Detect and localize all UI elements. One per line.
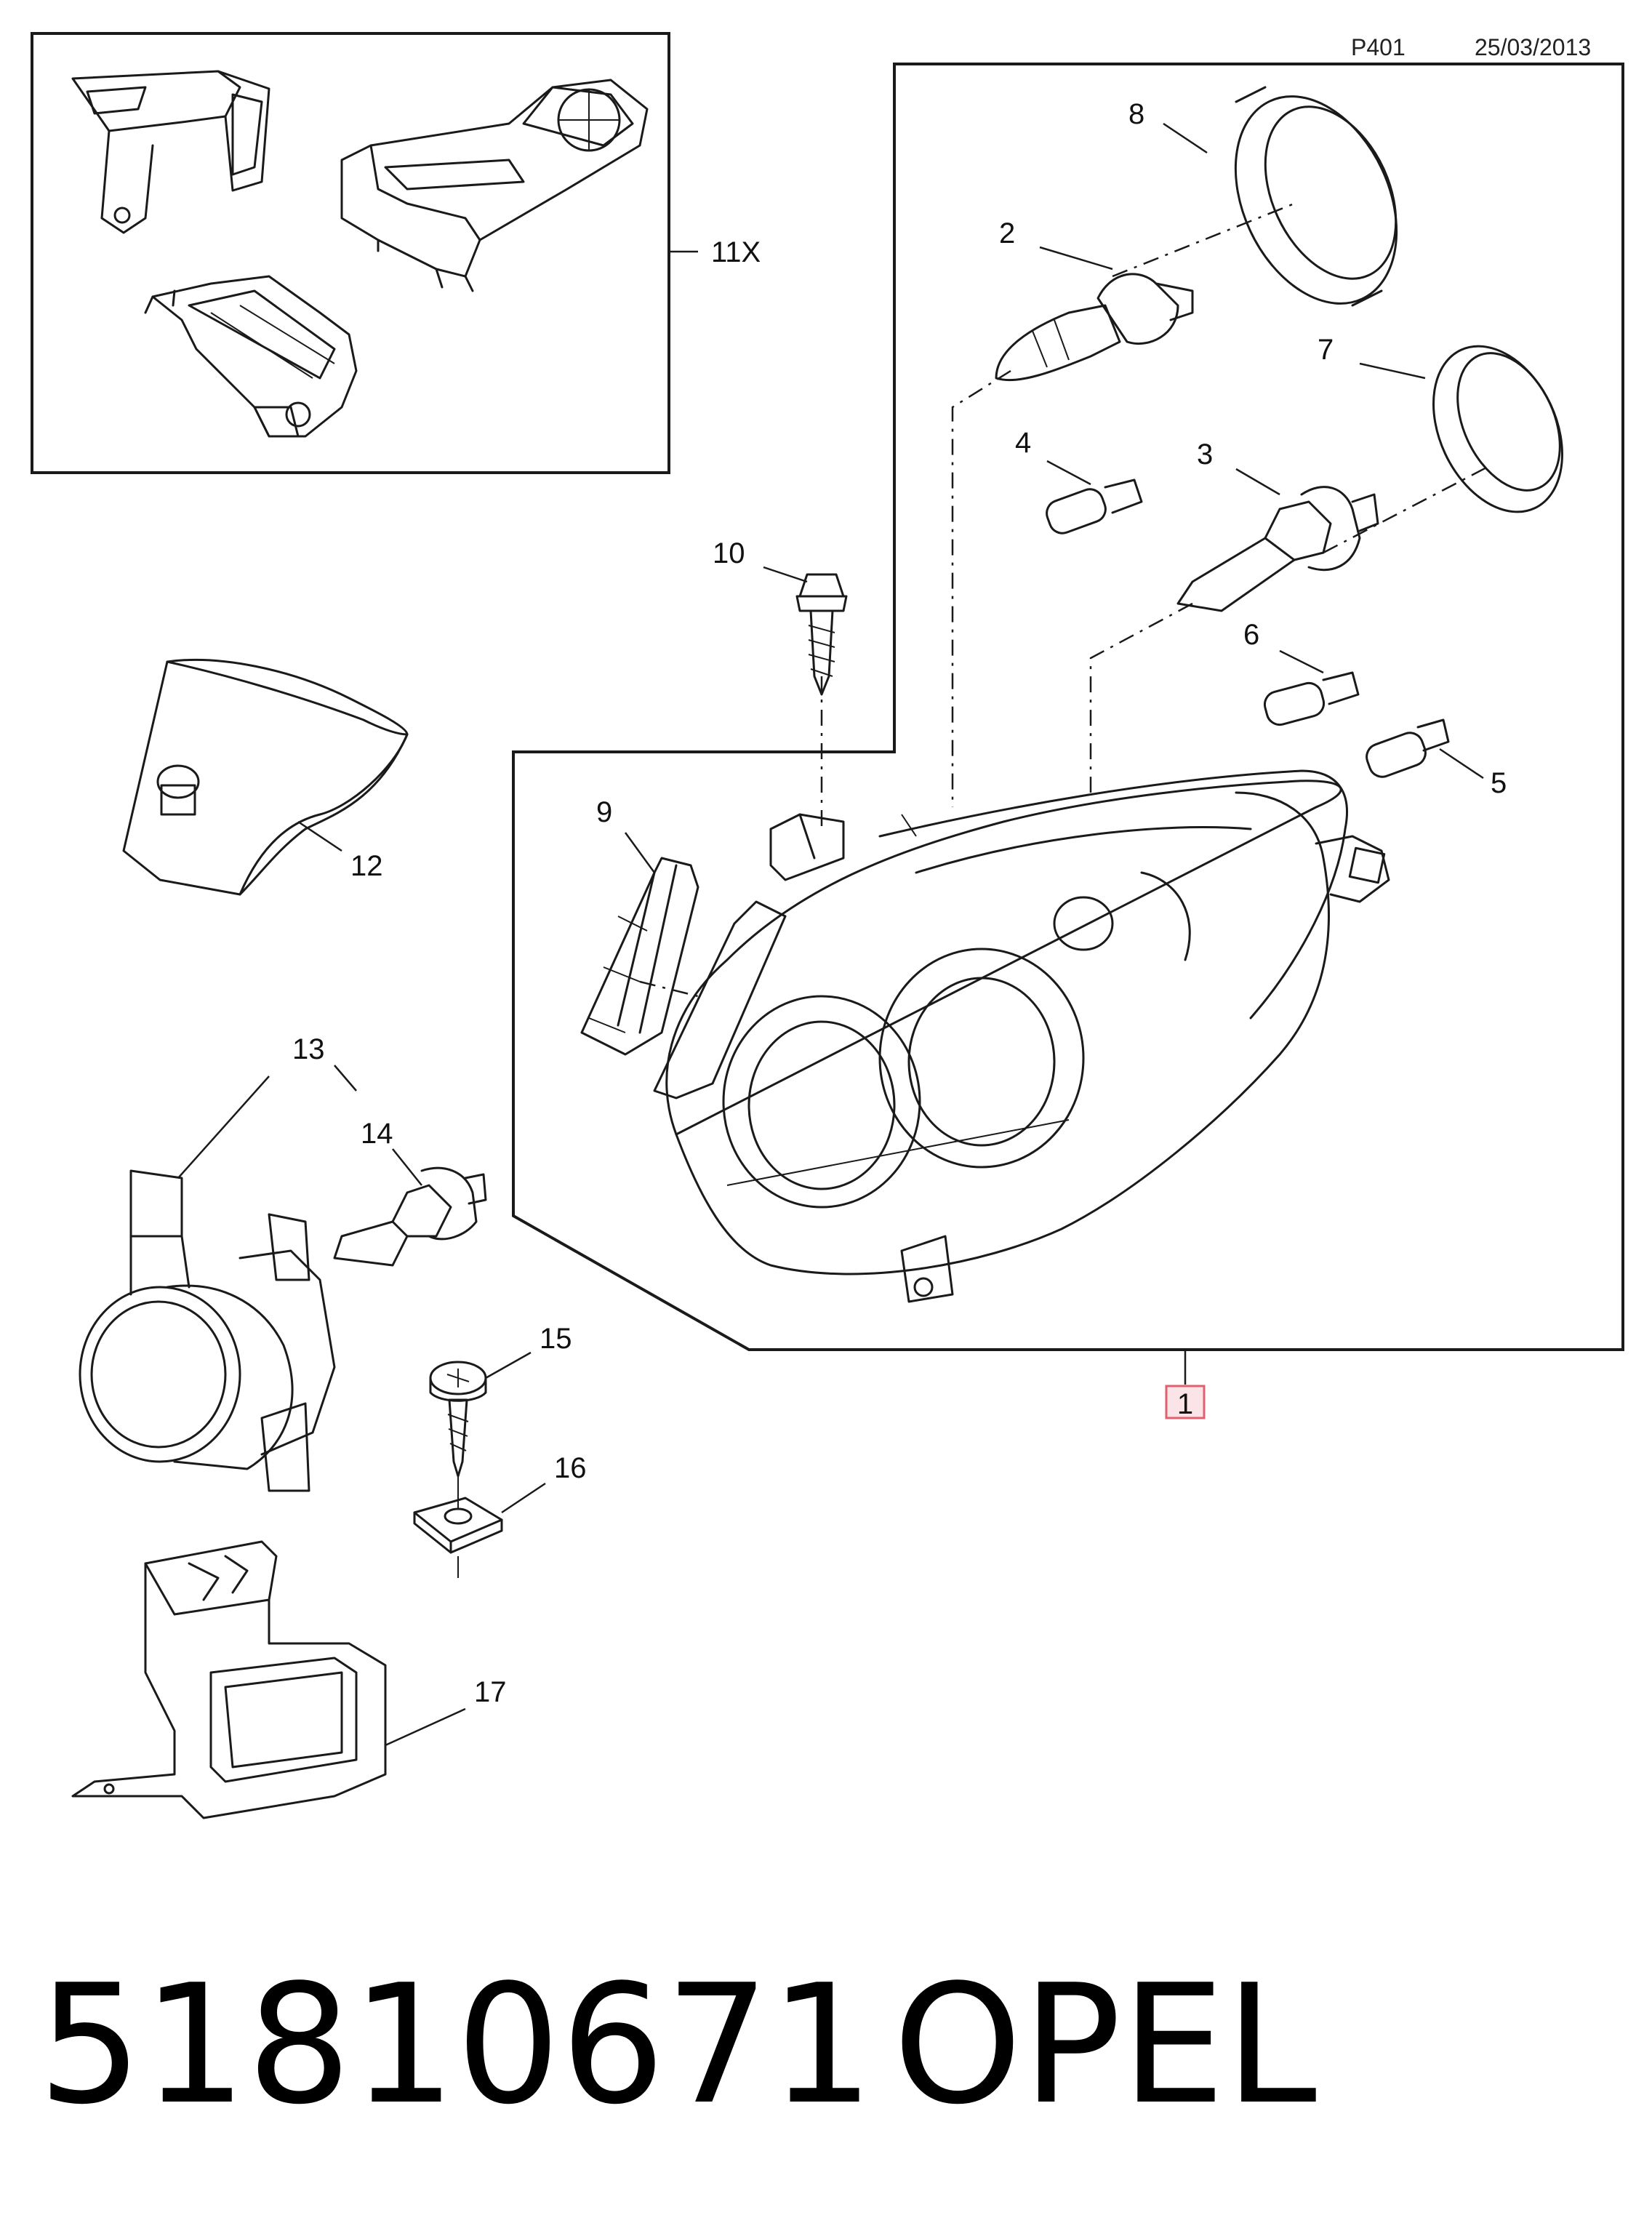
callout-7: 7 xyxy=(1318,334,1334,366)
part-number: 51810671 xyxy=(38,1950,874,2141)
callout-13: 13 xyxy=(292,1033,325,1065)
callout-16: 16 xyxy=(554,1452,587,1484)
repair-kit-11x xyxy=(31,32,698,474)
bulb-h7-2 xyxy=(995,246,1194,382)
bulb-h11-14 xyxy=(333,1148,487,1267)
callout-12: 12 xyxy=(350,850,383,882)
callout-2: 2 xyxy=(999,217,1015,249)
callout-10: 10 xyxy=(713,537,745,569)
brand-name: OPEL xyxy=(893,1950,1317,2141)
kit-bracket-b xyxy=(340,79,649,292)
headlamp-assembly-frame xyxy=(512,63,1624,1351)
bulb-h1-3 xyxy=(1176,468,1379,612)
kit-bracket-c xyxy=(144,275,358,438)
fog-lamp-bracket-17 xyxy=(71,1540,466,1819)
screw-15 xyxy=(429,1351,532,1478)
fog-lamp-13 xyxy=(79,1065,357,1492)
bulb-w5w-6 xyxy=(1263,649,1360,726)
centerline-bulb-2 xyxy=(951,369,1011,807)
callout-15: 15 xyxy=(540,1323,572,1355)
centerline-cap-7 xyxy=(1323,464,1491,554)
screw-10 xyxy=(763,566,848,696)
centerline-cap-8 xyxy=(1112,202,1295,278)
cover-12 xyxy=(122,658,409,896)
page-date: 25/03/2013 xyxy=(1475,34,1591,60)
bulb-w5w-4 xyxy=(1046,460,1143,534)
callout-9: 9 xyxy=(596,796,612,828)
kit-frame xyxy=(31,32,670,474)
page-code: P401 xyxy=(1351,34,1406,60)
kit-bracket-a xyxy=(71,70,270,234)
bulb-w5w-5 xyxy=(1366,718,1484,780)
adjuster-clip-9 xyxy=(580,832,699,1056)
callout-8: 8 xyxy=(1128,98,1144,130)
callout-11x: 11X xyxy=(711,236,761,268)
callout-5: 5 xyxy=(1491,767,1507,799)
callout-1-box[interactable] xyxy=(1165,1385,1206,1419)
headlamp-unit xyxy=(653,769,1390,1303)
callout-6: 6 xyxy=(1243,619,1259,651)
callout-3: 3 xyxy=(1197,438,1213,470)
cover-cap-8 xyxy=(1163,86,1398,307)
clip-nut-16 xyxy=(413,1476,546,1578)
cover-cap-7 xyxy=(1359,345,1563,513)
callout-1: 1 xyxy=(1177,1388,1193,1420)
callout-17: 17 xyxy=(474,1676,507,1708)
callout-14: 14 xyxy=(361,1118,393,1150)
centerline-bulb-3 xyxy=(1089,602,1193,793)
callout-4: 4 xyxy=(1015,427,1031,459)
